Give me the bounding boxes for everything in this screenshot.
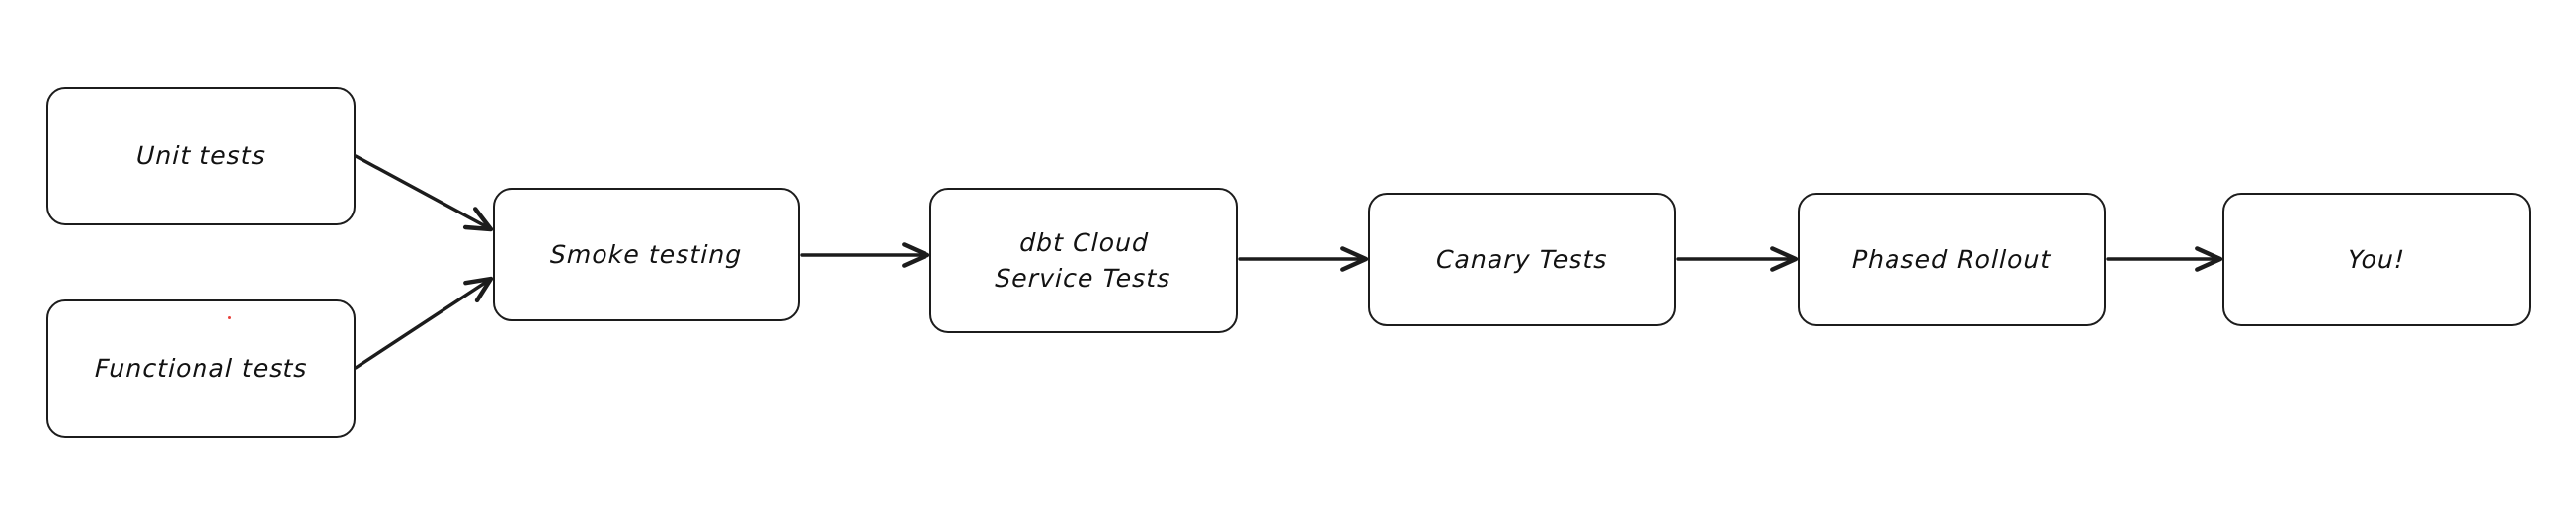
edge-smoke-to-dbt <box>800 242 930 268</box>
node-dbt-cloud[interactable]: dbt Cloud Service Tests <box>929 188 1238 333</box>
node-phased-rollout[interactable]: Phased Rollout <box>1798 193 2106 326</box>
node-label-canary-tests: Canary Tests <box>1435 244 1609 274</box>
edge-functional-to-smoke <box>354 276 494 370</box>
artifact-red-speck <box>228 316 231 319</box>
node-you[interactable]: You! <box>2222 193 2531 326</box>
node-smoke-testing[interactable]: Smoke testing <box>493 188 800 321</box>
edge-line <box>354 280 488 370</box>
node-canary-tests[interactable]: Canary Tests <box>1368 193 1676 326</box>
edge-phased-to-you <box>2106 246 2223 272</box>
edge-arrowhead <box>2195 246 2223 272</box>
node-label-you: You! <box>2347 244 2406 274</box>
edge-canary-to-phased <box>1676 246 1799 272</box>
edge-arrowhead <box>463 276 494 303</box>
node-label-functional-tests: Functional tests <box>94 354 308 383</box>
node-label-smoke-testing: Smoke testing <box>549 239 744 269</box>
edge-arrowhead <box>1340 246 1369 272</box>
edge-arrowhead <box>902 242 930 268</box>
edge-line <box>354 154 488 228</box>
edge-arrowhead <box>462 207 494 232</box>
edge-dbt-to-canary <box>1238 246 1369 272</box>
node-unit-tests[interactable]: Unit tests <box>46 87 356 225</box>
node-functional-tests[interactable]: Functional tests <box>46 299 356 438</box>
node-label-phased-rollout: Phased Rollout <box>1851 244 2053 274</box>
node-label-dbt-cloud: dbt Cloud Service Tests <box>994 228 1171 293</box>
edge-arrowhead <box>1770 246 1799 272</box>
edge-unit-to-smoke <box>354 154 494 232</box>
node-label-unit-tests: Unit tests <box>135 141 267 171</box>
